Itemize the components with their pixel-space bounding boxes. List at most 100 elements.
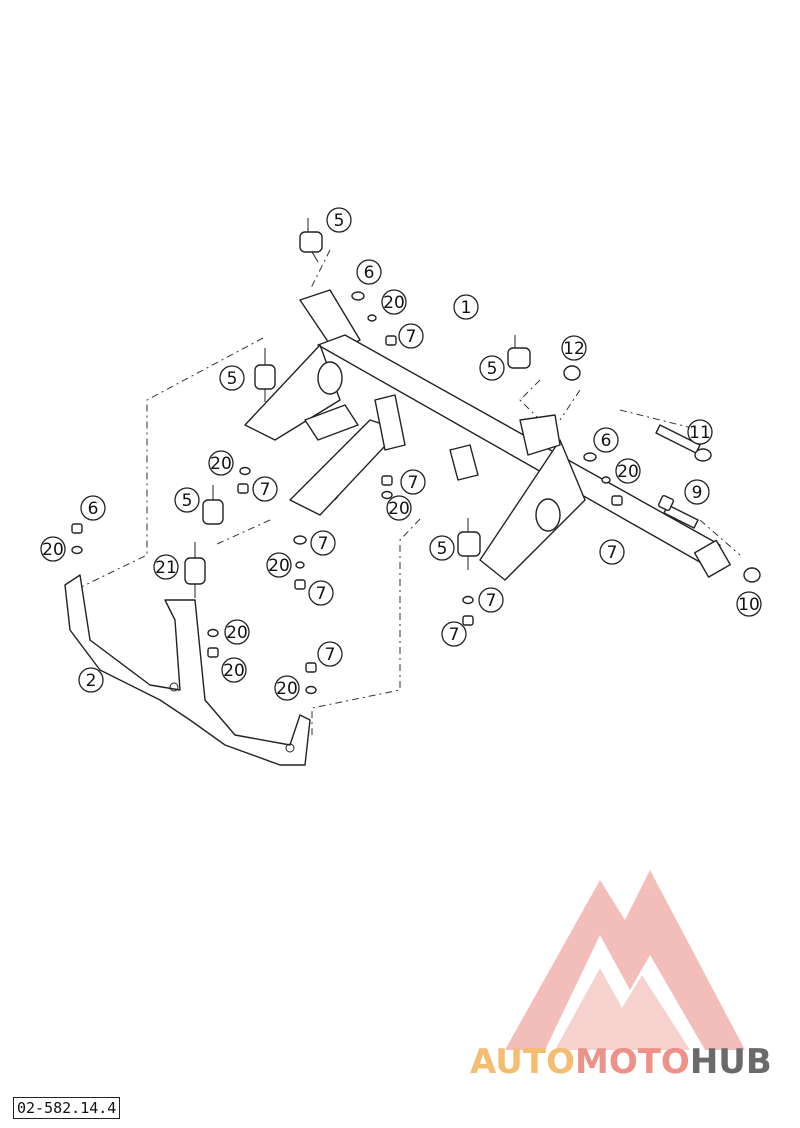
callout-label: 20 bbox=[42, 540, 64, 560]
callout-label: 2 bbox=[86, 671, 97, 691]
callout-circle bbox=[308, 580, 334, 606]
callout-7: 7 bbox=[599, 539, 625, 565]
mount-right bbox=[457, 518, 481, 570]
mount-21 bbox=[184, 542, 206, 598]
callout-circle bbox=[615, 458, 641, 484]
callout-label: 20 bbox=[383, 293, 405, 313]
callout-circle bbox=[221, 657, 247, 683]
callout-circle bbox=[453, 294, 479, 320]
callout-label: 5 bbox=[227, 369, 238, 389]
callout-circle bbox=[478, 587, 504, 613]
logo-text-moto: MOTO bbox=[574, 1042, 690, 1082]
callout-5: 5 bbox=[174, 487, 200, 513]
callout-circle bbox=[78, 667, 104, 693]
callout-6: 6 bbox=[356, 259, 382, 285]
lower-bracket bbox=[64, 574, 311, 766]
callout-circle bbox=[429, 535, 455, 561]
callout-20: 20 bbox=[615, 458, 641, 484]
callout-label: 5 bbox=[334, 211, 345, 231]
main-frame bbox=[244, 289, 731, 581]
callout-label: 20 bbox=[617, 462, 639, 482]
callout-label: 7 bbox=[318, 534, 329, 554]
callout-7: 7 bbox=[441, 621, 467, 647]
callout-label: 21 bbox=[155, 558, 177, 578]
callout-label: 9 bbox=[692, 483, 703, 503]
callout-circle bbox=[219, 365, 245, 391]
callout-circle bbox=[561, 335, 587, 361]
callout-20: 20 bbox=[381, 289, 407, 315]
callout-7: 7 bbox=[478, 587, 504, 613]
callout-5: 5 bbox=[429, 535, 455, 561]
callout-circle bbox=[80, 495, 106, 521]
callout-20: 20 bbox=[40, 536, 66, 562]
callout-7: 7 bbox=[400, 469, 426, 495]
logo-text-hub: HUB bbox=[689, 1042, 772, 1082]
callout-circle bbox=[208, 450, 234, 476]
callout-circle bbox=[599, 539, 625, 565]
callout-12: 12 bbox=[561, 335, 587, 361]
callout-20: 20 bbox=[274, 675, 300, 701]
callout-circle bbox=[386, 495, 412, 521]
callout-label: 5 bbox=[487, 359, 498, 379]
callout-circle bbox=[684, 479, 710, 505]
mount-mid-left bbox=[202, 485, 224, 525]
callout-circle bbox=[381, 289, 407, 315]
diagram-reference-code: 02-582.14.4 bbox=[13, 1097, 121, 1119]
callout-10: 10 bbox=[736, 591, 762, 617]
callout-5: 5 bbox=[219, 365, 245, 391]
logo-wordmark: AUTOMOTOHUB bbox=[470, 1042, 772, 1082]
callout-label: 5 bbox=[437, 539, 448, 559]
callout-circle bbox=[40, 536, 66, 562]
callout-7: 7 bbox=[398, 323, 424, 349]
callout-label: 12 bbox=[563, 339, 585, 359]
callout-20: 20 bbox=[224, 619, 250, 645]
callout-11: 11 bbox=[687, 419, 713, 445]
callout-circle bbox=[687, 419, 713, 445]
callout-label: 7 bbox=[408, 473, 419, 493]
leader-lines bbox=[74, 249, 741, 738]
callout-label: 20 bbox=[276, 679, 298, 699]
callout-label: 6 bbox=[601, 431, 612, 451]
callout-label: 20 bbox=[226, 623, 248, 643]
callout-7: 7 bbox=[308, 580, 334, 606]
callout-label: 10 bbox=[738, 595, 760, 615]
callout-label: 7 bbox=[607, 543, 618, 563]
callout-20: 20 bbox=[266, 552, 292, 578]
callout-circle bbox=[398, 323, 424, 349]
callout-label: 7 bbox=[260, 480, 271, 500]
callout-7: 7 bbox=[317, 641, 343, 667]
callout-label: 20 bbox=[388, 499, 410, 519]
mount-left bbox=[254, 348, 276, 402]
callout-circle bbox=[326, 207, 352, 233]
callout-20: 20 bbox=[221, 657, 247, 683]
callout-label: 20 bbox=[223, 661, 245, 681]
mount-top bbox=[299, 218, 323, 263]
fasteners bbox=[71, 291, 623, 695]
callout-label: 20 bbox=[268, 556, 290, 576]
callout-label: 7 bbox=[316, 584, 327, 604]
callout-20: 20 bbox=[386, 495, 412, 521]
callout-5: 5 bbox=[479, 355, 505, 381]
callout-label: 1 bbox=[461, 298, 472, 318]
callout-20: 20 bbox=[208, 450, 234, 476]
callout-label: 20 bbox=[210, 454, 232, 474]
callout-circle bbox=[441, 621, 467, 647]
callout-circle bbox=[224, 619, 250, 645]
callout-2: 2 bbox=[78, 667, 104, 693]
callout-circle bbox=[400, 469, 426, 495]
callout-circle bbox=[252, 476, 278, 502]
callout-7: 7 bbox=[310, 530, 336, 556]
callout-label: 7 bbox=[486, 591, 497, 611]
callout-21: 21 bbox=[153, 554, 179, 580]
callout-circle bbox=[479, 355, 505, 381]
callout-circle bbox=[274, 675, 300, 701]
callout-label: 6 bbox=[364, 263, 375, 283]
mount-center bbox=[507, 335, 531, 369]
callout-label: 7 bbox=[449, 625, 460, 645]
callout-circle bbox=[266, 552, 292, 578]
callout-circle bbox=[310, 530, 336, 556]
callout-6: 6 bbox=[80, 495, 106, 521]
bolts bbox=[563, 365, 761, 583]
